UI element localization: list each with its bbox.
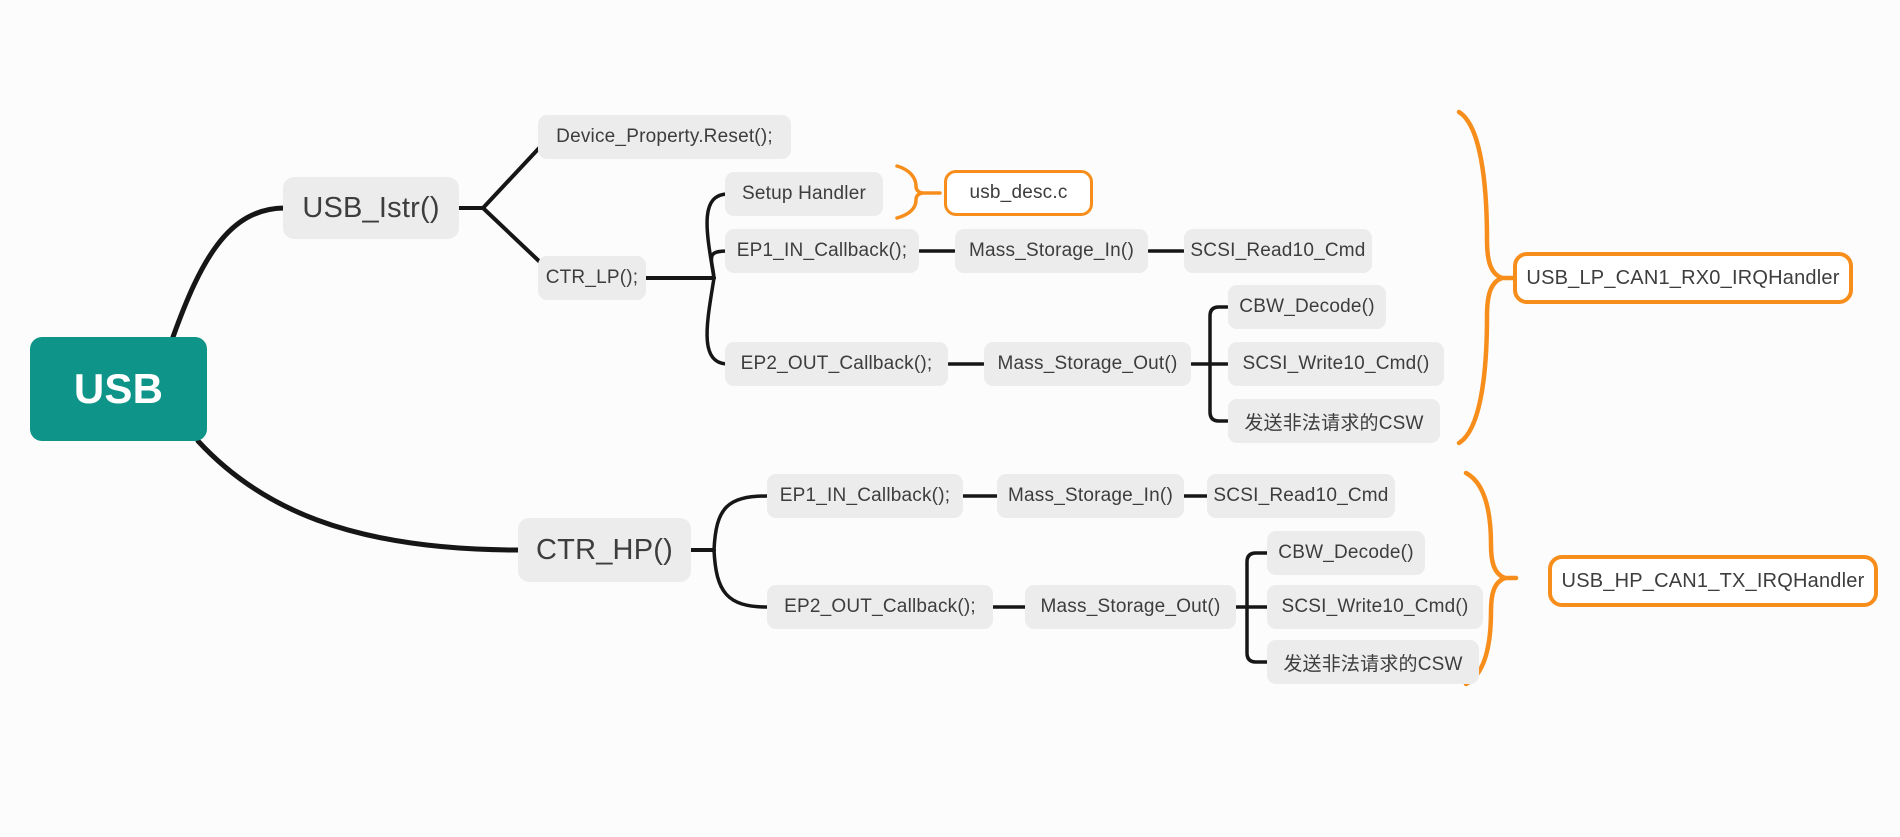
node-illegal-request-csw-lp[interactable]: 发送非法请求的CSW bbox=[1228, 399, 1440, 443]
node-ep1-in-callback-hp[interactable]: EP1_IN_Callback(); bbox=[767, 474, 963, 518]
node-cbw-decode-lp[interactable]: CBW_Decode() bbox=[1228, 285, 1386, 329]
node-scsi-write10-cmd-lp[interactable]: SCSI_Write10_Cmd() bbox=[1228, 342, 1444, 386]
node-usb-desc-c[interactable]: usb_desc.c bbox=[944, 170, 1093, 216]
node-ctr-lp[interactable]: CTR_LP(); bbox=[538, 256, 646, 300]
node-usb-istr[interactable]: USB_Istr() bbox=[283, 177, 459, 239]
node-mass-storage-out-hp[interactable]: Mass_Storage_Out() bbox=[1025, 585, 1236, 629]
node-device-property-reset[interactable]: Device_Property.Reset(); bbox=[538, 115, 791, 159]
node-mass-storage-out-lp[interactable]: Mass_Storage_Out() bbox=[984, 342, 1191, 386]
node-scsi-read10-cmd-hp[interactable]: SCSI_Read10_Cmd bbox=[1207, 474, 1395, 518]
node-mass-storage-in-hp[interactable]: Mass_Storage_In() bbox=[997, 474, 1184, 518]
node-scsi-read10-cmd-lp[interactable]: SCSI_Read10_Cmd bbox=[1184, 229, 1372, 273]
node-scsi-write10-cmd-hp[interactable]: SCSI_Write10_Cmd() bbox=[1267, 585, 1483, 629]
node-usb-root[interactable]: USB bbox=[30, 337, 207, 441]
node-usb-lp-can1-rx0-irqhandler[interactable]: USB_LP_CAN1_RX0_IRQHandler bbox=[1513, 252, 1853, 304]
node-ep2-out-callback-lp[interactable]: EP2_OUT_Callback(); bbox=[725, 342, 948, 386]
node-illegal-request-csw-hp[interactable]: 发送非法请求的CSW bbox=[1267, 640, 1479, 684]
node-cbw-decode-hp[interactable]: CBW_Decode() bbox=[1267, 531, 1425, 575]
node-ep1-in-callback-lp[interactable]: EP1_IN_Callback(); bbox=[725, 229, 919, 273]
node-mass-storage-in-lp[interactable]: Mass_Storage_In() bbox=[955, 229, 1148, 273]
node-setup-handler[interactable]: Setup Handler bbox=[725, 172, 883, 216]
node-ep2-out-callback-hp[interactable]: EP2_OUT_Callback(); bbox=[767, 585, 993, 629]
node-ctr-hp[interactable]: CTR_HP() bbox=[518, 518, 691, 582]
node-usb-hp-can1-tx-irqhandler[interactable]: USB_HP_CAN1_TX_IRQHandler bbox=[1548, 555, 1878, 607]
